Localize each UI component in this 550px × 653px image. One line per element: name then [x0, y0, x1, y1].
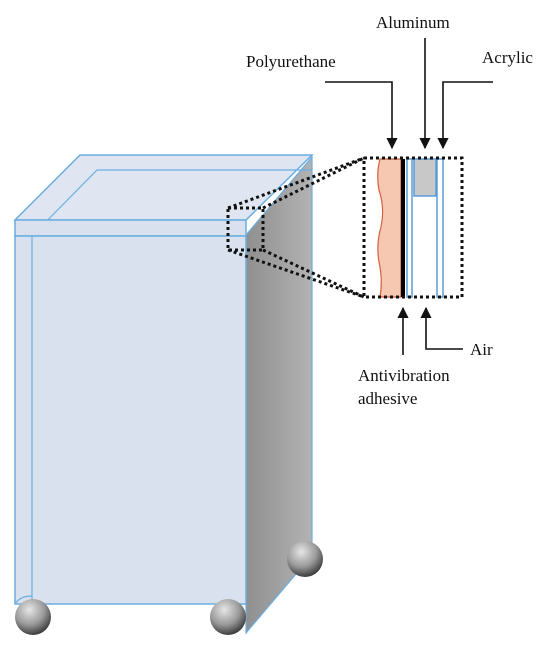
labels: Aluminum Polyurethane Acrylic Air Antivi… [246, 13, 533, 408]
wheel-front-right [210, 599, 246, 635]
caster-wheel-icon [15, 541, 323, 635]
zoom-line-top-right [262, 156, 365, 210]
enclosure-lid-rim [31, 169, 312, 237]
acrylic-panel [436, 158, 444, 298]
zoom-callout [226, 156, 365, 299]
label-antivibration: Antivibration [358, 366, 450, 385]
arrow-air [420, 306, 463, 350]
zoom-source-box [226, 206, 265, 252]
zoom-line-bottom-right [262, 248, 365, 299]
arrow-down-icon [325, 38, 493, 150]
label-acrylic: Acrylic [482, 48, 533, 67]
arrow-up-icon [397, 306, 463, 355]
enclosure-front-face [14, 235, 247, 605]
adhesive-layer [401, 159, 405, 297]
wheel-front-left [15, 599, 51, 635]
label-air: Air [470, 340, 493, 359]
enclosure-box [13, 154, 314, 635]
aluminum-block [413, 158, 437, 197]
label-aluminum: Aluminum [376, 13, 450, 32]
enclosure-lid-front [14, 219, 247, 237]
arrow-polyurethane [325, 81, 398, 150]
enclosure-bottom-edge [14, 595, 33, 605]
zoom-frame [362, 156, 464, 299]
zoom-line-top [227, 156, 365, 210]
wall-cross-section [362, 156, 464, 299]
label-polyurethane: Polyurethane [246, 52, 336, 71]
aluminum-panel [406, 158, 413, 298]
polyurethane-layer [377, 158, 402, 298]
label-adhesive: adhesive [358, 389, 417, 408]
arrow-acrylic [437, 81, 493, 150]
wheel-back-right [287, 541, 323, 577]
